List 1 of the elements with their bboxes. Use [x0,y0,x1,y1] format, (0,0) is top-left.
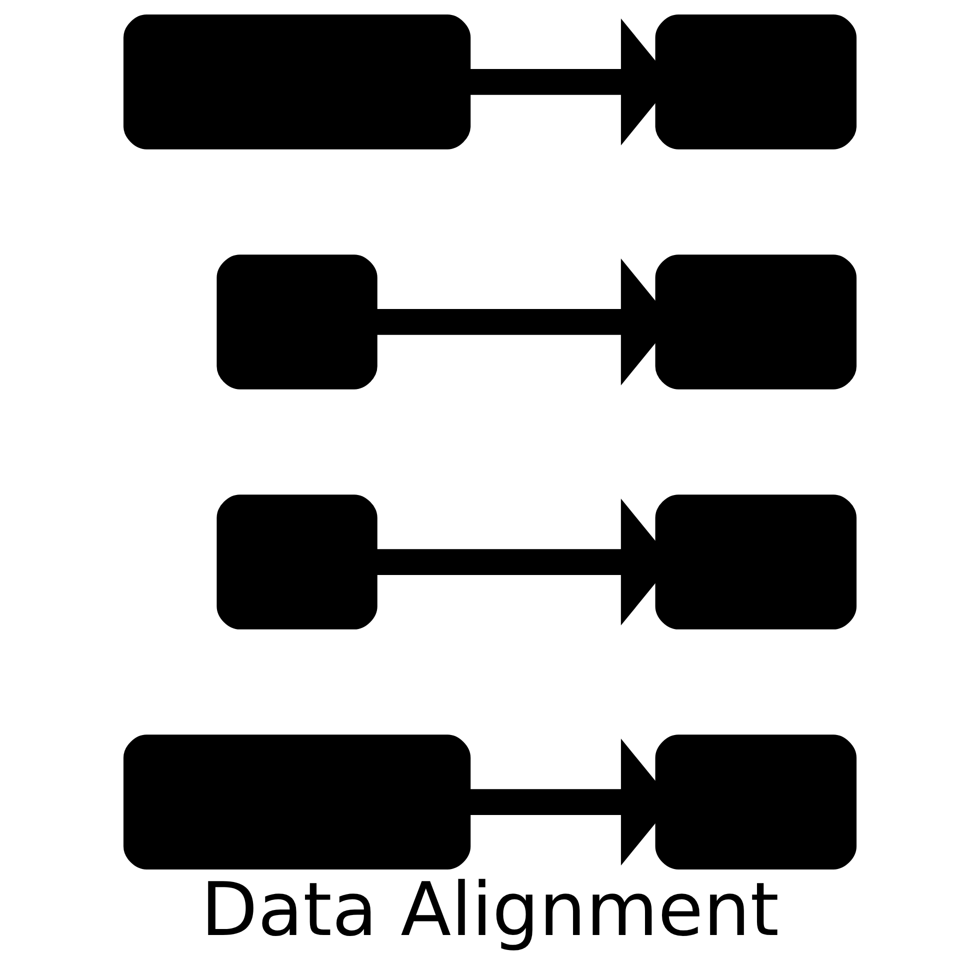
caption: Data Alignment [200,867,780,954]
